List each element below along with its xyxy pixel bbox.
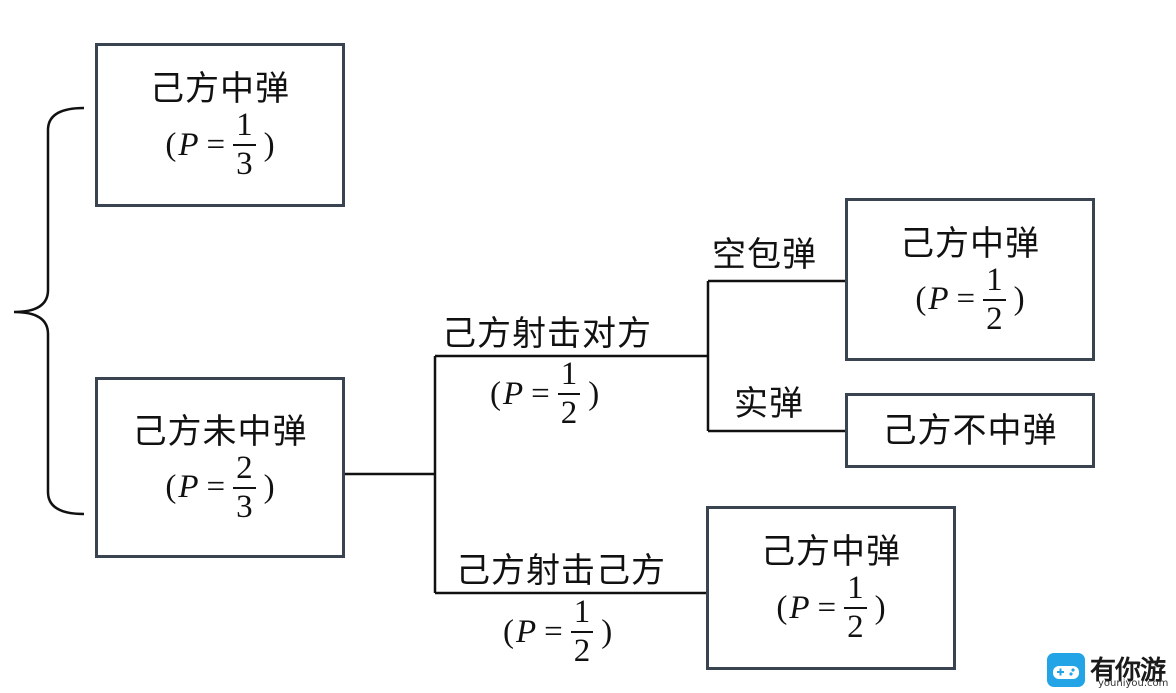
prob-equals: = (206, 469, 226, 505)
prob-fraction: 2 3 (233, 451, 256, 525)
prob-equals: = (817, 589, 837, 626)
prob-variable: P (789, 589, 810, 626)
probability: ( P = 1 3 ) (165, 107, 275, 182)
prob-variable: P (178, 126, 199, 163)
numerator: 2 (233, 451, 256, 489)
probability: ( P = 1 2 ) (915, 261, 1025, 337)
edge-prob-shoot-self: ( P = 1 2 ) (503, 594, 613, 669)
edge-label-live-round: 实弹 (734, 384, 804, 424)
watermark-name: 有你游 (1090, 656, 1166, 686)
edge-label-blank-round: 空包弹 (712, 235, 817, 275)
prob-fraction: 1 2 (983, 263, 1006, 337)
denominator: 2 (986, 300, 1003, 337)
prob-equals: = (956, 281, 976, 317)
prob-variable: P (516, 613, 537, 650)
node-self-not-hit: 己方未中弹 ( P = 2 3 ) (95, 377, 345, 558)
edge-label-shoot-opponent: 己方射击对方 (442, 314, 652, 354)
prob-variable: P (503, 375, 524, 412)
gamepad-icon (1047, 653, 1085, 687)
prob-fraction: 1 2 (570, 596, 594, 669)
probability: ( P = 2 3 ) (165, 449, 275, 525)
node-title: 己方中弹 (761, 532, 901, 572)
watermark-logo: 有你游 youniyou.com (1046, 650, 1172, 690)
node-title: 己方不中弹 (882, 410, 1058, 451)
denominator: 3 (236, 146, 253, 182)
node-blank-round-self-hit: 己方中弹 ( P = 1 2 ) (845, 198, 1095, 361)
node-title: 己方中弹 (150, 69, 290, 109)
denominator: 3 (236, 488, 253, 525)
edge-label-shoot-self: 己方射击己方 (456, 551, 666, 591)
prob-equals: = (544, 613, 563, 650)
node-title: 己方未中弹 (132, 411, 308, 452)
numerator: 1 (557, 358, 581, 395)
probability: ( P = 1 2 ) (776, 570, 886, 645)
prob-fraction: 1 3 (233, 109, 256, 181)
node-live-round-self-not-hit: 己方不中弹 (845, 393, 1095, 468)
node-shoot-self-hit: 己方中弹 ( P = 1 2 ) (706, 506, 956, 670)
node-title: 己方中弹 (900, 223, 1040, 264)
prob-fraction: 1 2 (844, 572, 867, 644)
node-self-hit: 己方中弹 ( P = 1 3 ) (95, 43, 345, 207)
numerator: 1 (983, 263, 1006, 301)
prob-equals: = (531, 375, 550, 412)
denominator: 2 (560, 395, 578, 431)
denominator: 2 (573, 633, 591, 669)
denominator: 2 (847, 609, 864, 645)
prob-equals: = (206, 126, 226, 163)
numerator: 1 (570, 596, 594, 633)
prob-variable: P (928, 281, 949, 317)
watermark-domain: youniyou.com (1098, 678, 1169, 689)
numerator: 1 (233, 109, 256, 146)
prob-fraction: 1 2 (557, 358, 581, 431)
prob-variable: P (178, 469, 199, 505)
edge-prob-shoot-opponent: ( P = 1 2 ) (490, 356, 600, 431)
numerator: 1 (844, 572, 867, 609)
left-brace (13, 106, 85, 516)
